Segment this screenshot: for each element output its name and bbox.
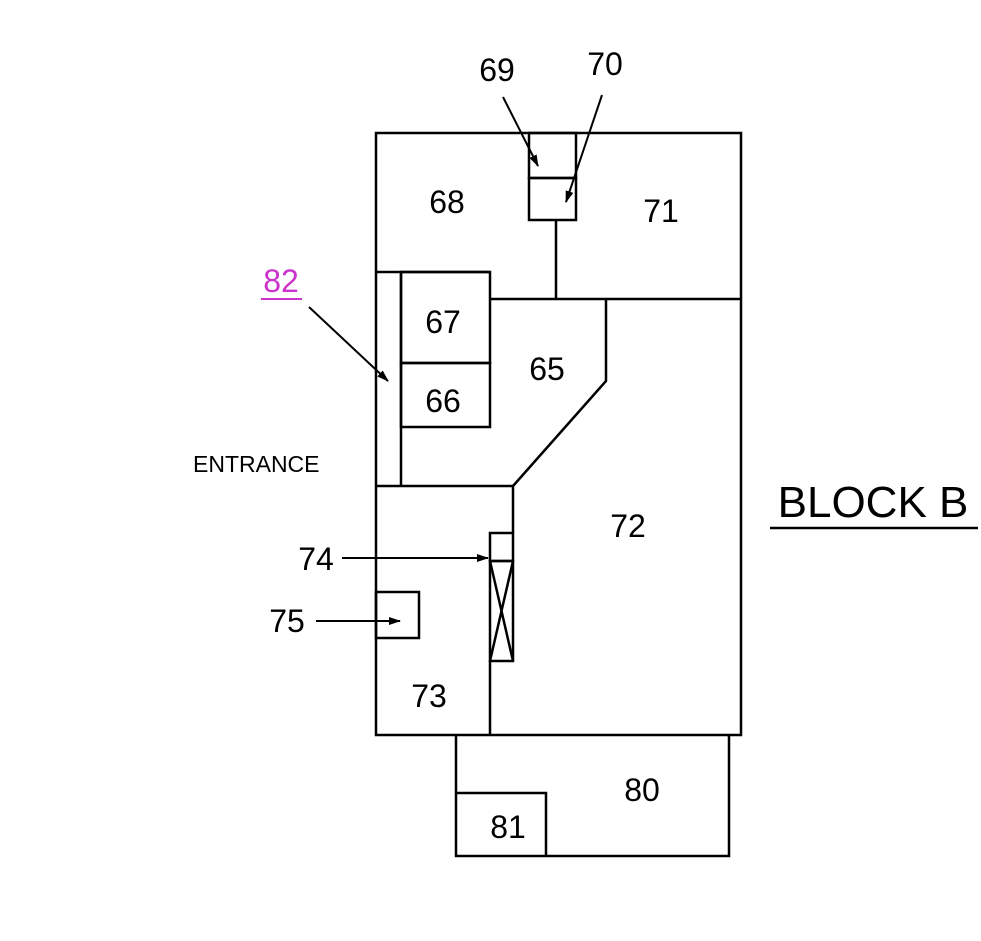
walls [374,131,743,858]
shaft-outline [488,559,515,663]
shaft-cross [488,560,515,662]
callout-label-69: 69 [479,52,515,88]
element-69-outline [527,131,578,180]
element-70-outline [527,176,578,222]
element-74-outline [488,531,515,563]
callout-label-74: 74 [298,541,334,577]
room-81-outline [456,791,548,856]
room-label-65: 65 [529,351,565,387]
room-label-68: 68 [429,184,465,220]
room-labels: 68 71 67 66 65 72 73 80 81 [411,184,679,845]
room-label-66: 66 [425,383,461,419]
room-label-71: 71 [643,193,679,229]
leader-69 [502,96,539,167]
room-label-67: 67 [425,304,461,340]
wall-65-72 [511,299,608,533]
callout-label-82: 82 [263,263,299,299]
room-66-outline [399,361,492,429]
element-75-outline [374,590,421,640]
callout-labels: 69 70 74 75 82 [261,46,623,639]
room-label-73: 73 [411,678,447,714]
leaders [308,94,603,625]
annex-80-outline [454,735,731,858]
callout-label-70: 70 [587,46,623,82]
entrance-label: ENTRANCE [193,451,320,477]
leader-82 [308,306,389,382]
room-label-72: 72 [610,508,646,544]
room-label-80: 80 [624,772,660,808]
leader-70 [565,94,603,203]
room-label-81: 81 [490,809,526,845]
block-title: BLOCK B [778,478,969,527]
callout-label-75: 75 [269,603,305,639]
